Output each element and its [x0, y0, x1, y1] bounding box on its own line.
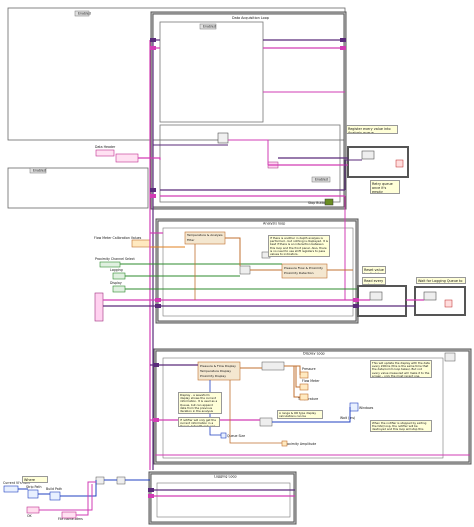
top-case-selector[interactable]: Enabled	[78, 12, 91, 16]
logging-terminal[interactable]	[112, 272, 126, 280]
note-wait-logging: Wait for Logging Queue to empty	[416, 277, 466, 284]
pressure-label: Pressure	[302, 367, 316, 371]
wait-ms-label: Wait (ms)	[340, 416, 355, 420]
acq-loop-title: Data Acquisition Loop	[232, 16, 269, 20]
queue-status-node[interactable]	[361, 150, 375, 160]
analysis-release-node[interactable]	[369, 291, 383, 301]
display-wait-node[interactable]	[259, 417, 273, 427]
flow-meter-label: Flow Meter	[302, 379, 320, 383]
data-header-bundle[interactable]	[115, 153, 139, 163]
logging-loop-title: Logging Loop	[214, 475, 237, 479]
pressure-flow-text: Pressure Flow & Proximity	[284, 266, 323, 270]
display-subvi[interactable]	[197, 361, 241, 381]
mid-case-selector[interactable]: Enabled	[33, 169, 46, 173]
display-indicators: Pressure Flow Meter Temperature Queue Si…	[220, 367, 374, 447]
logging-loop: Logging Loop	[148, 471, 297, 525]
path-building: Current VI's Path Strip Path Build Path …	[3, 476, 126, 521]
notifier-node[interactable]	[261, 361, 285, 371]
pressure-indicator[interactable]	[299, 371, 309, 379]
strip-path-node[interactable]	[27, 489, 39, 499]
proximity-amplitude-indicator[interactable]	[281, 440, 288, 447]
display-prox-text: Proximity Display	[200, 374, 226, 378]
queue-ref-column[interactable]	[94, 292, 104, 322]
note-path: Where should we put this path?	[22, 476, 48, 483]
logging-display-terminals: Logging Display	[94, 268, 126, 322]
build-path-label: Build Path	[46, 487, 62, 491]
stop-button-terminal[interactable]	[324, 198, 334, 206]
pressure-flow-subvi[interactable]	[281, 263, 328, 279]
analysis-inputs: Flow Meter Calibration Values Proximity …	[94, 236, 151, 268]
build-path-node[interactable]	[49, 491, 61, 501]
strip-path-label: Strip Path	[26, 485, 42, 489]
stop-button-label: Stop Button	[308, 201, 327, 205]
inner-acq-case-selector[interactable]: Enabled	[203, 25, 216, 29]
analysis-loop: Analysis loop Temperature & Analysis Fil…	[155, 218, 359, 324]
logging-label: Logging	[110, 268, 123, 272]
proximity-channel-terminal[interactable]	[99, 261, 121, 268]
flow-meter-cal-terminal[interactable]	[131, 239, 151, 248]
note-range: A range & OR type display calculations c…	[277, 410, 323, 419]
logging-wait-node[interactable]	[423, 291, 437, 301]
queue-size-label: Queue Size	[227, 434, 245, 438]
note-reset-disable: Reset value to disable	[362, 266, 386, 274]
data-acquisition-loop: Data Acquisition Loop Enabled Enabled St…	[150, 11, 347, 210]
queue-size-indicator[interactable]	[220, 432, 227, 439]
temperature-indicator[interactable]	[299, 393, 309, 401]
ok-node[interactable]	[26, 506, 40, 514]
proximity-amplitude-label: Proximity Amplitude	[284, 442, 316, 446]
acq-node[interactable]	[217, 132, 229, 144]
windows-node[interactable]	[349, 402, 359, 412]
display-loop: Display Loop Pressure & Flow Display Tem…	[153, 348, 472, 465]
lower-acq-case-selector[interactable]: Enabled	[315, 178, 328, 182]
wires	[18, 39, 470, 516]
current-vi-path-label: Current VI's Path	[3, 481, 30, 485]
logging-wait-area	[357, 285, 466, 317]
note-depth-analysis: If there is another in depth analysis is…	[268, 235, 330, 257]
flow-meter-cal-label: Flow Meter Calibration Values	[94, 236, 142, 240]
note-stop-loop: When the notifier is stopped by exiting …	[370, 420, 432, 432]
logging-release-node[interactable]	[444, 299, 453, 308]
ok-label: OK	[27, 514, 33, 518]
display-label: Display	[110, 281, 122, 285]
mid-case-structure: Enabled	[7, 167, 149, 209]
current-vi-path-node[interactable]	[3, 485, 19, 493]
display-pressure-text: Pressure & Flow Display	[200, 364, 236, 368]
display-loop-title: Display Loop	[303, 352, 325, 356]
note-retry-queue: Retry queue once it's empty	[370, 180, 400, 194]
note-read-every-value: Read every value in the buffer	[362, 277, 386, 285]
note-add-every: If notifier will only get the current in…	[178, 417, 220, 427]
tdms-node-2[interactable]	[116, 476, 126, 485]
note-display-right: This will update the display with the da…	[370, 360, 432, 378]
analysis-filter-text: Filter	[187, 238, 195, 242]
analysis-loop-title: Analysis loop	[263, 222, 285, 226]
temp-analysis-text: Temperature & Analysis	[186, 233, 223, 237]
data-header: Data Header	[95, 145, 139, 163]
display-terminal[interactable]	[112, 285, 126, 293]
shift-registers	[148, 38, 359, 498]
tdms-open-node[interactable]	[95, 476, 105, 485]
note-display-sample: Display - a waveform display shows the c…	[178, 392, 222, 414]
file-name-node[interactable]	[61, 511, 77, 519]
proximity-channel-label: Proximity Channel Select	[95, 257, 136, 261]
file-name-label: File Name.tdms	[58, 517, 83, 521]
flow-meter-indicator[interactable]	[299, 383, 309, 391]
release-queue-area	[347, 146, 409, 178]
data-header-label: Data Header	[95, 145, 116, 149]
proximity-detection-text: Proximity Detection	[284, 271, 314, 275]
display-temp-text: Temperature Display	[199, 369, 231, 373]
display-stop-node[interactable]	[444, 352, 456, 362]
windows-label: Windows	[359, 406, 374, 410]
top-case-structure: Enabled	[7, 7, 346, 141]
analysis-dequeue-node[interactable]	[239, 265, 251, 275]
data-header-terminal[interactable]	[95, 149, 115, 157]
release-node[interactable]	[395, 159, 404, 168]
note-register-queue: Register every value into Analysis queue	[346, 125, 398, 134]
